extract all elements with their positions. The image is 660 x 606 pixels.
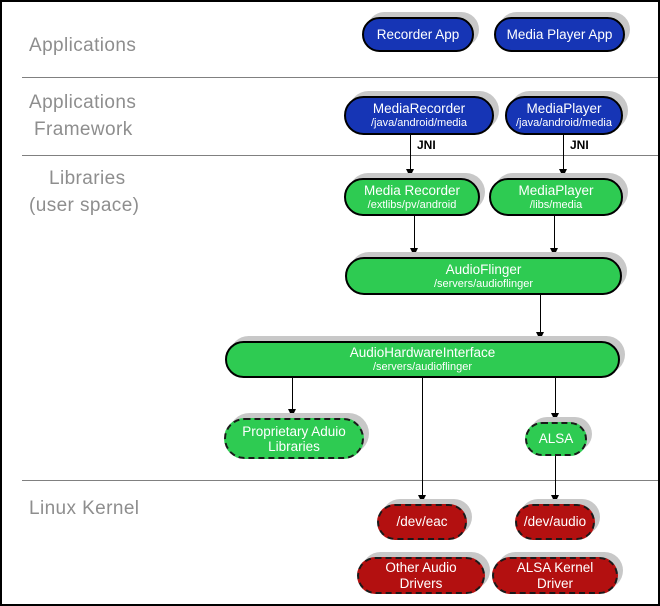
node-subtitle: /servers/audioflinger [372, 361, 473, 373]
node-title: MediaRecorder [372, 101, 466, 116]
node-title: ALSA Kernel Driver [516, 559, 594, 591]
arrow-alsa-to-dev-audio [550, 456, 559, 503]
node-alsa-kernel-driver: ALSA Kernel Driver [492, 557, 618, 594]
arrow-mediarecorder-to-audioflinger [409, 216, 418, 256]
layer-label-applications-framework: Applications Framework [29, 89, 136, 143]
node-proprietary-audio-libraries: Proprietary Aduio Libraries [224, 418, 364, 459]
divider-applications-framework [22, 77, 658, 78]
node-subtitle: /extlibs/pv/android [367, 198, 457, 211]
node-media-recorder-lib: Media Recorder /extlibs/pv/android [344, 178, 480, 216]
node-title: MediaPlayer [526, 101, 602, 116]
jni-label-left: JNI [417, 138, 436, 152]
node-media-player-app: Media Player App [494, 17, 625, 52]
node-subtitle: /servers/audioflinger [433, 277, 534, 290]
arrow-mediaplayer-to-audioflinger [549, 216, 558, 256]
node-title: Proprietary Aduio Libraries [242, 423, 346, 454]
node-alsa: ALSA [525, 422, 587, 456]
arrow-mediaplayer-jni [558, 135, 567, 177]
node-title: Recorder App [376, 26, 460, 42]
divider-libraries-kernel [22, 480, 658, 481]
arrow-hwinterface-to-dev-eac [417, 378, 426, 503]
layer-label-applications: Applications [29, 32, 136, 59]
node-title: ALSA [538, 431, 574, 446]
node-title: Media Player App [506, 26, 613, 42]
node-recorder-app: Recorder App [362, 17, 474, 52]
node-title: /dev/audio [523, 514, 587, 529]
node-subtitle: /libs/media [529, 198, 583, 211]
arrow-audioflinger-to-hwinterface [535, 295, 544, 340]
node-audio-hardware-interface: AudioHardwareInterface /servers/audiofli… [225, 341, 620, 378]
layer-label-libraries: Libraries (user space) [29, 165, 139, 219]
node-title: /dev/eac [396, 514, 448, 529]
node-dev-audio: /dev/audio [515, 504, 595, 540]
layer-label-line: Applications [29, 35, 137, 56]
arrow-hwinterface-to-alsa [550, 378, 559, 421]
node-title: Media Recorder [363, 182, 461, 198]
node-title: AudioHardwareInterface [349, 345, 496, 360]
node-audioflinger: AudioFlinger /servers/audioflinger [345, 257, 622, 295]
node-subtitle: /java/android/media [515, 117, 612, 129]
layer-label-line: Applications [29, 92, 137, 113]
node-subtitle: /java/android/media [370, 117, 467, 129]
layer-label-linux-kernel: Linux Kernel [29, 495, 139, 522]
layer-label-line: Linux Kernel [29, 498, 140, 519]
node-media-recorder-framework: MediaRecorder /java/android/media [344, 96, 494, 135]
layer-label-line: Libraries [49, 168, 126, 189]
arrow-mediarecorder-jni [405, 135, 414, 177]
jni-label-right: JNI [570, 138, 589, 152]
node-dev-eac: /dev/eac [377, 504, 467, 540]
node-media-player-lib: MediaPlayer /libs/media [489, 178, 623, 216]
divider-framework-libraries [22, 155, 658, 156]
node-media-player-framework: MediaPlayer /java/android/media [505, 96, 623, 135]
node-title: AudioFlinger [445, 261, 522, 277]
layer-label-line: Framework [34, 119, 133, 140]
layer-label-line: (user space) [29, 195, 140, 216]
arrow-hwinterface-to-proprietary [287, 378, 296, 417]
node-title: Other Audio Drivers [385, 559, 457, 591]
node-other-audio-drivers: Other Audio Drivers [357, 557, 485, 594]
node-title: MediaPlayer [518, 182, 594, 198]
